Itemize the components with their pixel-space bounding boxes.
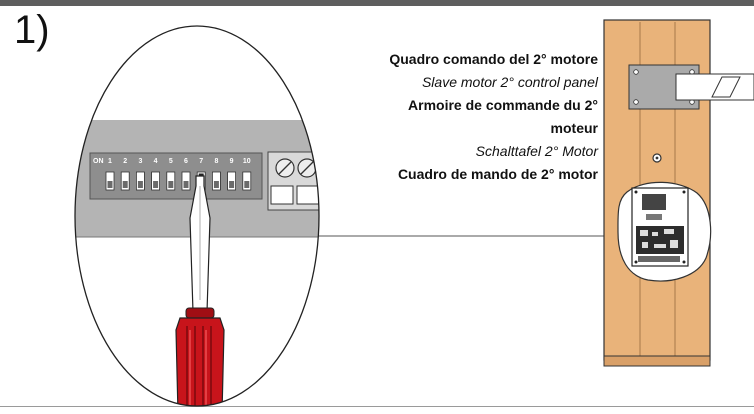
dip-switch-knob: [107, 181, 113, 188]
dip-switch-knob: [229, 181, 235, 188]
dip-switch-labels: ON 1 2 3 4 5 6 7 8 9 10: [93, 158, 251, 165]
dip-switch-knob: [137, 181, 143, 188]
header-bar: [0, 0, 754, 6]
label-french-line1: Armoire de commande du 2°: [408, 97, 598, 113]
label-spanish: Cuadro de mando de 2° motor: [397, 166, 598, 182]
screwdriver-handle: [175, 317, 225, 406]
dip-number-label: 3: [138, 158, 142, 165]
slave-control-panel: [631, 187, 689, 267]
control-panel-labels: Quadro comando del 2° motore Slave motor…: [292, 48, 598, 186]
screwdriver: [175, 175, 225, 406]
label-french-line2: moteur: [550, 120, 598, 136]
dip-number-label: 2: [123, 158, 127, 165]
screwdriver-ferrule: [185, 307, 215, 319]
dip-switch-knob: [168, 181, 174, 188]
dip-switch-knob: [153, 181, 159, 188]
dip-number-label: 1: [108, 158, 112, 165]
dip-number-label: 7: [199, 158, 203, 165]
dip-number-label: 5: [169, 158, 173, 165]
dip-number-label: 8: [214, 158, 218, 165]
barrier-base: [603, 355, 711, 367]
boom-arm: [675, 73, 754, 101]
label-german: Schalttafel 2° Motor: [475, 143, 598, 159]
dip-number-label: 9: [230, 158, 234, 165]
step-number: 1): [14, 8, 50, 52]
magnified-view: ON 1 2 3 4 5 6 7 8 9 10: [74, 25, 320, 407]
dip-number-label: 4: [154, 158, 158, 165]
dip-on-label: ON: [93, 158, 104, 165]
dip-switch-knob: [244, 181, 250, 188]
dip-number-label: 10: [243, 158, 251, 165]
dip-switch-knob: [183, 181, 189, 188]
label-english: Slave motor 2° control panel: [421, 74, 598, 90]
dip-switch-knob: [213, 181, 219, 188]
barrier-column: [603, 19, 754, 367]
label-italian: Quadro comando del 2° motore: [389, 51, 598, 67]
bottom-rule: [0, 406, 754, 407]
dip-switch: [89, 152, 263, 200]
dip-switch-knob: [122, 181, 128, 188]
dip-number-label: 6: [184, 158, 188, 165]
